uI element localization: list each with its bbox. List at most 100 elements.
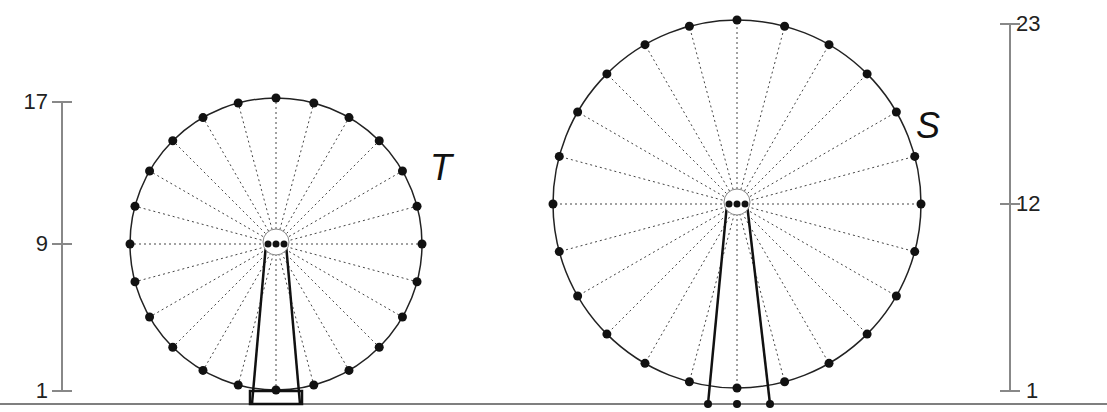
spoke — [737, 112, 896, 204]
scale-tick — [52, 101, 72, 103]
spoke — [559, 204, 737, 252]
car — [892, 292, 901, 301]
spoke — [578, 204, 737, 296]
spoke — [737, 156, 915, 204]
car — [549, 200, 558, 209]
spoke — [737, 204, 896, 296]
car — [375, 136, 384, 145]
base-dot — [766, 400, 774, 408]
car — [825, 40, 834, 49]
tower-leg — [252, 244, 266, 404]
car — [917, 200, 926, 209]
car — [309, 381, 318, 390]
car — [398, 167, 407, 176]
tower-leg — [286, 244, 300, 404]
ground-line — [0, 403, 1107, 405]
car — [418, 240, 427, 249]
spoke — [135, 206, 276, 244]
car — [910, 152, 919, 161]
spoke — [553, 204, 737, 205]
scale-value: 12 — [1016, 193, 1040, 215]
spoke — [276, 244, 422, 245]
car — [130, 202, 139, 211]
car — [685, 22, 694, 31]
hub-dot — [265, 241, 272, 248]
spoke — [689, 26, 737, 204]
wheel-rim — [130, 98, 422, 390]
car — [863, 69, 872, 78]
spoke — [737, 26, 785, 204]
car — [555, 152, 564, 161]
spoke — [203, 118, 276, 244]
car — [641, 359, 650, 368]
spoke — [276, 171, 402, 244]
scale-tick — [1000, 390, 1020, 392]
spoke — [607, 74, 737, 204]
spoke — [276, 244, 402, 317]
scale-value: 1 — [1026, 380, 1038, 402]
car — [555, 247, 564, 256]
car — [573, 292, 582, 301]
car — [234, 381, 243, 390]
spoke — [276, 98, 277, 244]
spoke — [276, 103, 314, 244]
car — [780, 377, 789, 386]
spoke — [737, 45, 829, 204]
hub-dot — [281, 241, 288, 248]
spoke — [276, 141, 379, 244]
car — [413, 277, 422, 286]
hub — [724, 189, 750, 215]
car — [145, 313, 154, 322]
tower-leg — [747, 204, 770, 404]
spoke — [737, 20, 738, 204]
car — [780, 22, 789, 31]
car — [199, 113, 208, 122]
car — [145, 167, 154, 176]
car — [168, 343, 177, 352]
hub-dot — [726, 201, 733, 208]
scale-tick — [52, 390, 72, 392]
scale-axis — [61, 102, 63, 392]
spoke — [578, 112, 737, 204]
spoke — [150, 244, 276, 317]
car — [825, 359, 834, 368]
scale-axis — [1009, 24, 1011, 392]
car — [199, 366, 208, 375]
spoke — [238, 244, 276, 385]
car — [863, 330, 872, 339]
car — [892, 108, 901, 117]
spoke — [645, 204, 737, 363]
spoke — [737, 204, 915, 252]
spoke — [173, 141, 276, 244]
car — [272, 386, 281, 395]
hub-dot — [734, 201, 741, 208]
car — [272, 94, 281, 103]
scale-value: 23 — [1016, 13, 1040, 35]
scale-tick — [52, 243, 72, 245]
hub-dot — [273, 241, 280, 248]
base-dot — [733, 400, 741, 408]
car — [733, 384, 742, 393]
spoke — [737, 204, 867, 334]
spoke — [238, 103, 276, 244]
scale-value: 17 — [24, 91, 48, 113]
car — [602, 69, 611, 78]
spoke — [276, 118, 349, 244]
wheel-rim — [553, 20, 921, 388]
spoke — [150, 171, 276, 244]
car — [126, 240, 135, 249]
base-dot — [704, 400, 712, 408]
spoke — [737, 204, 738, 388]
spoke — [135, 244, 276, 282]
scale-value: 9 — [36, 233, 48, 255]
spoke — [737, 204, 921, 205]
wheel-label: S — [916, 108, 940, 144]
hub — [263, 229, 289, 255]
car — [733, 16, 742, 25]
car — [398, 313, 407, 322]
car — [375, 343, 384, 352]
car — [234, 98, 243, 107]
wheels — [126, 16, 926, 409]
car — [602, 330, 611, 339]
